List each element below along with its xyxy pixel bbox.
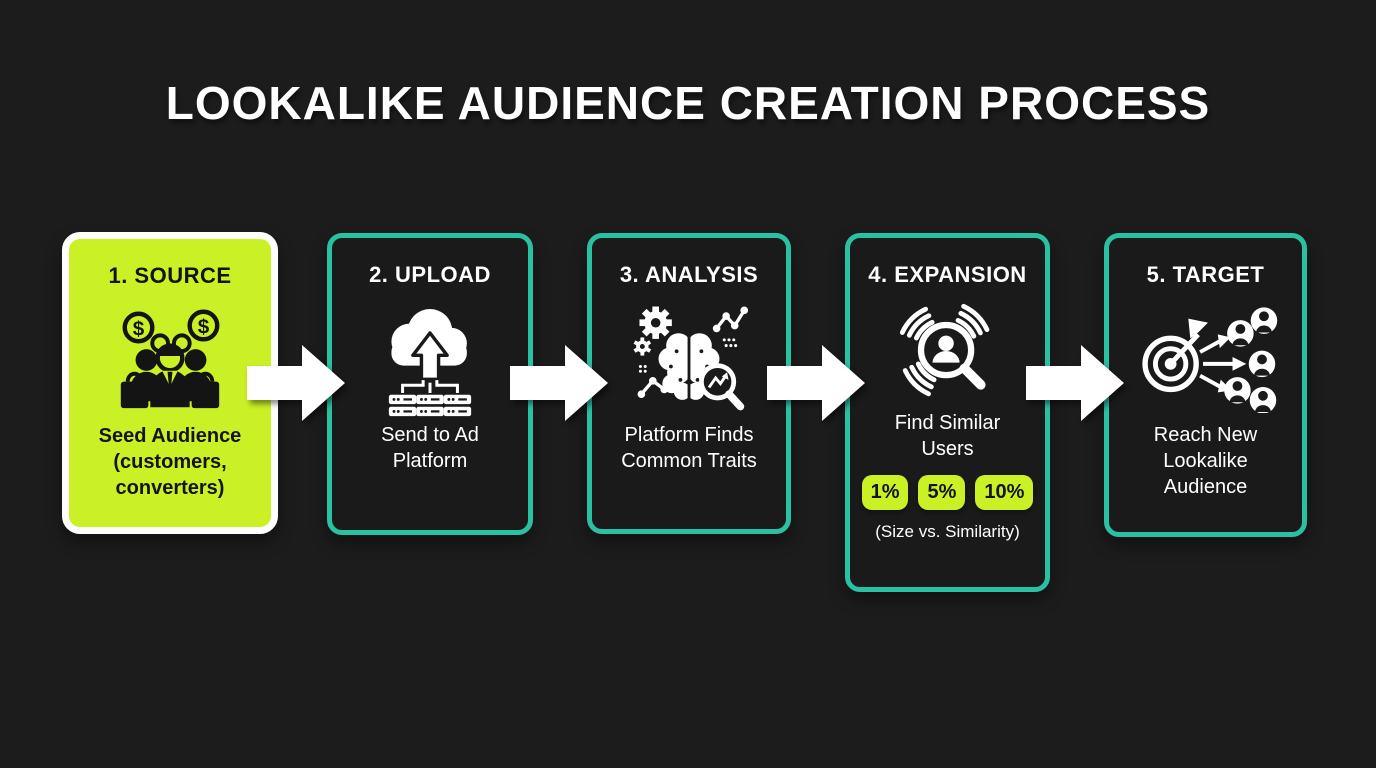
brain-analysis-icon	[629, 298, 749, 416]
audience-size-badges: 1% 5% 10%	[861, 475, 1034, 510]
flow-arrow-4	[1026, 345, 1124, 421]
step-caption-source: Seed Audience (customers, converters)	[98, 425, 242, 499]
size-similarity-note: (Size vs. Similarity)	[875, 522, 1020, 541]
badge-10pct: 10%	[975, 475, 1034, 510]
step-caption-target: Reach New Lookalike Audience	[1153, 424, 1258, 498]
step-label-upload: 2. UPLOAD	[369, 262, 491, 287]
svg-text:$: $	[133, 317, 145, 340]
step-label-source: 1. SOURCE	[108, 263, 232, 288]
step-caption-upload: Send to Ad Platform	[381, 424, 479, 472]
step-card-target: 5. TARGET	[1104, 233, 1307, 537]
flow-arrow-3	[767, 345, 865, 421]
cloud-upload-icon	[376, 298, 484, 417]
step-card-analysis: 3. ANALYSIS	[587, 233, 791, 534]
step-caption-expansion: Find Similar Users	[894, 412, 1001, 460]
badge-1pct: 1%	[861, 475, 909, 510]
svg-text:$: $	[198, 315, 210, 338]
similar-users-icon	[890, 296, 1006, 408]
step-card-source: 1. SOURCE $ $	[62, 232, 278, 534]
step-card-upload: 2. UPLOAD	[327, 233, 533, 535]
flow-arrow-2	[510, 345, 608, 421]
badge-5pct: 5%	[918, 475, 966, 510]
seed-audience-icon: $ $	[109, 299, 231, 417]
step-label-analysis: 3. ANALYSIS	[619, 262, 759, 287]
flow-arrow-1	[247, 345, 345, 421]
target-audience-icon	[1131, 298, 1281, 416]
step-caption-analysis: Platform Finds Common Traits	[621, 424, 757, 472]
step-card-expansion: 4. EXPANSION Find Similar User	[845, 233, 1050, 592]
step-label-target: 5. TARGET	[1146, 262, 1265, 287]
page-title: LOOKALIKE AUDIENCE CREATION PROCESS	[165, 77, 1211, 129]
step-label-expansion: 4. EXPANSION	[868, 262, 1027, 287]
